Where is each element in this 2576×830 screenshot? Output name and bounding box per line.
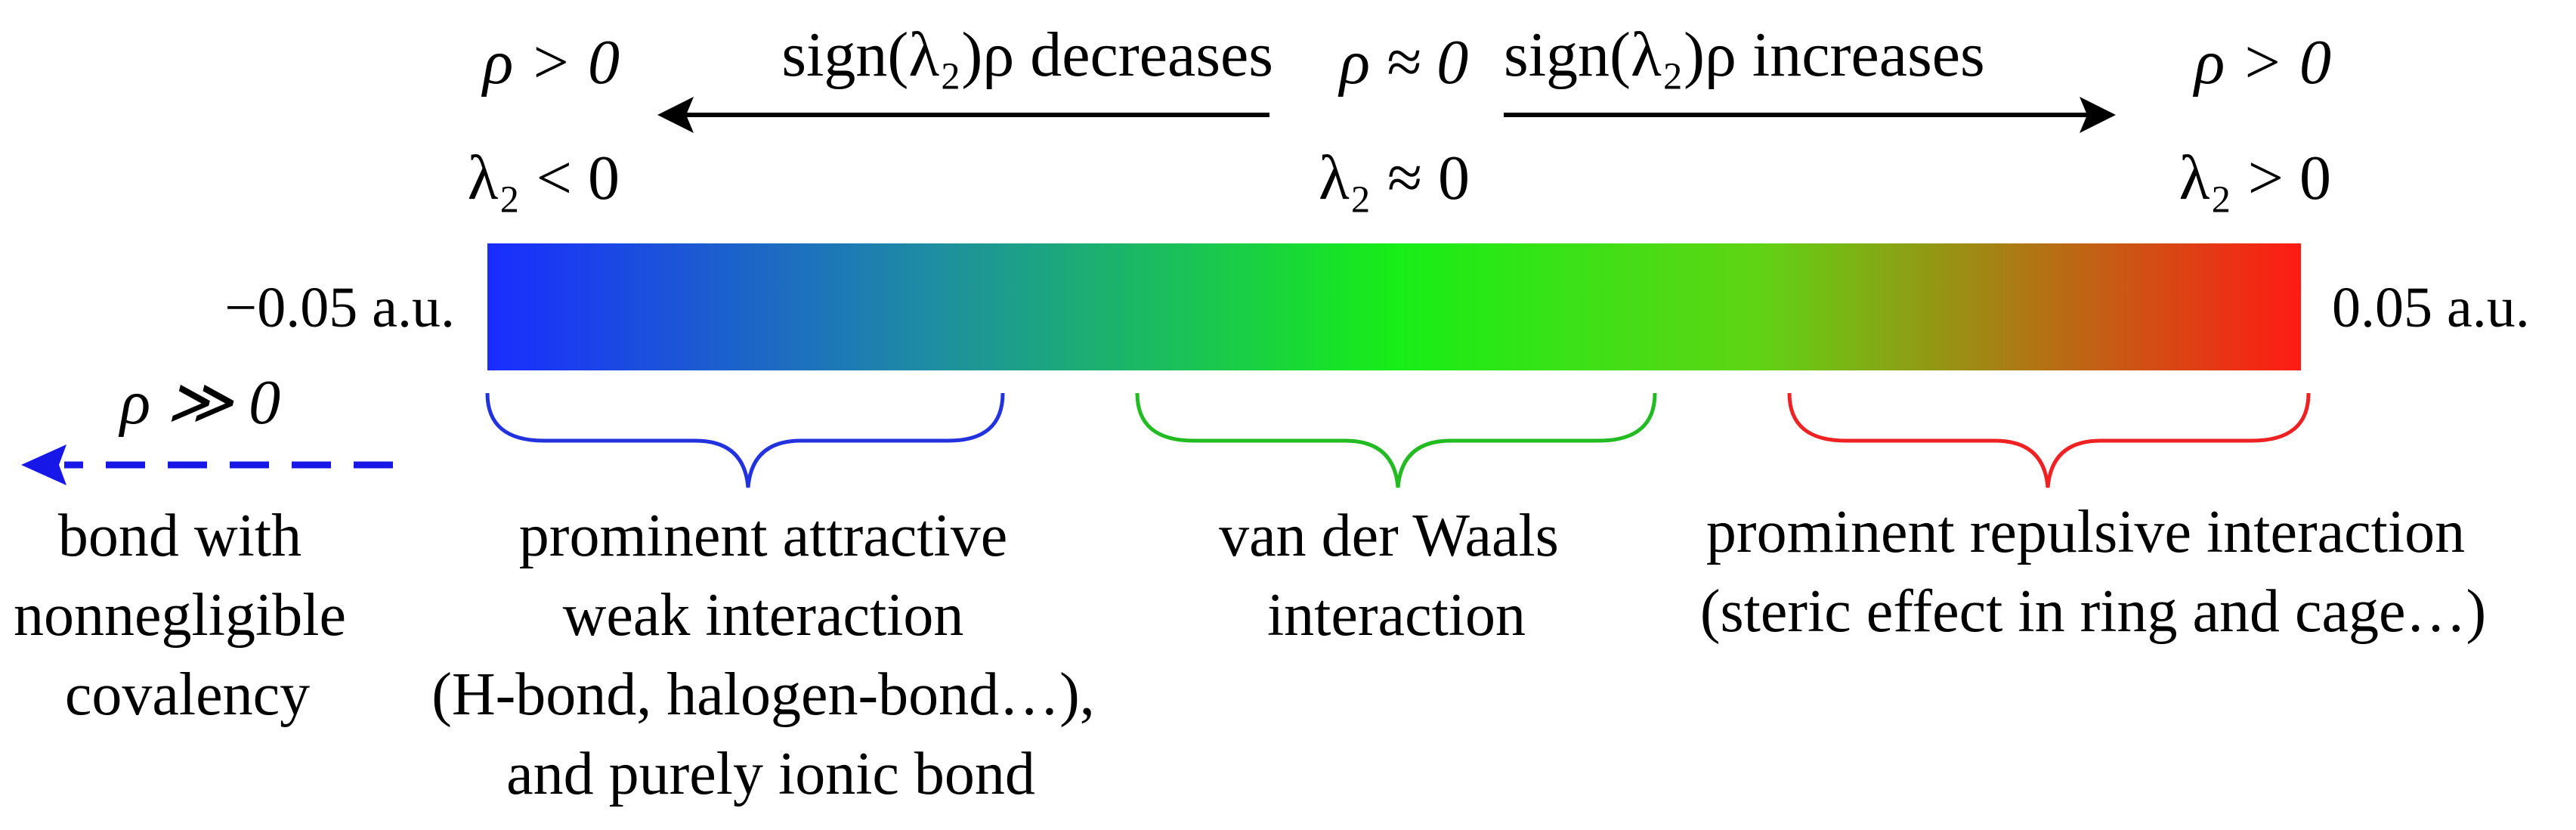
right-rho-label: ρ > 0 — [2192, 27, 2331, 98]
attractive-line: and purely ionic bond — [506, 741, 1035, 807]
attractive-region-brace — [485, 392, 1005, 488]
covalency-arrow-head — [21, 444, 66, 485]
colorbar-min-label: −0.05 a.u. — [224, 276, 455, 339]
covalency-line: nonnegligible — [14, 582, 346, 649]
repulsive-region-brace — [1787, 392, 2311, 488]
left-lambda-label: λ₂ < 0 — [468, 143, 620, 213]
right-lambda-label: λ₂ > 0 — [2179, 143, 2331, 213]
vdw-region-brace — [1135, 392, 1657, 488]
repulsive-region-label: prominent repulsive interaction (steric … — [1700, 499, 2486, 645]
center-rho-label: ρ ≈ 0 — [1337, 27, 1468, 98]
far-left-rho-label: ρ ≫ 0 — [118, 367, 280, 438]
center-lambda-label: λ₂ ≈ 0 — [1319, 143, 1470, 213]
repulsive-line: (steric effect in ring and cage…) — [1700, 578, 2486, 645]
repulsive-line: prominent repulsive interaction — [1706, 499, 2465, 565]
vdw-line: van der Waals — [1219, 503, 1559, 569]
left-trend-arrow-head — [657, 97, 694, 133]
colorbar-max-label: 0.05 a.u. — [2332, 276, 2530, 339]
left-rho-label: ρ > 0 — [481, 27, 620, 98]
covalency-line: covalency — [65, 661, 310, 728]
color-gradient-bar — [487, 243, 2301, 370]
right-trend-arrow-head — [2080, 97, 2116, 133]
vdw-region-label: van der Waals interaction — [1219, 503, 1574, 649]
vdw-line: interaction — [1267, 582, 1526, 649]
covalency-line: bond with — [58, 503, 302, 569]
attractive-line: (H-bond, halogen-bond…), — [431, 661, 1095, 728]
attractive-line: weak interaction — [563, 582, 964, 649]
covalency-label: bond with nonnegligible covalency — [14, 503, 361, 728]
attractive-region-label: prominent attractive weak interaction (H… — [431, 503, 1110, 807]
attractive-line: prominent attractive — [519, 503, 1007, 569]
left-trend-label: sign(λ₂)ρ decreases — [781, 20, 1273, 90]
right-trend-label: sign(λ₂)ρ increases — [1504, 20, 1985, 90]
